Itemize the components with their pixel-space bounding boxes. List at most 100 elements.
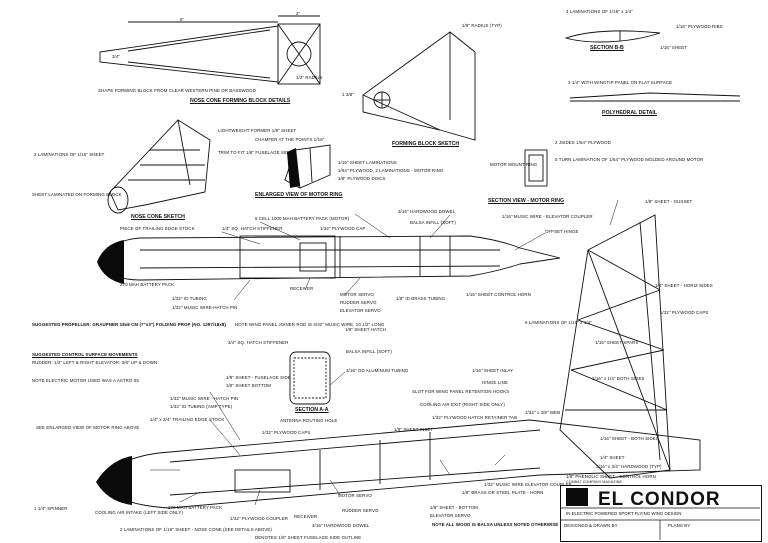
label-lam-top: 4 LAMINATIONS OF 1/16" x 1/4" [566,9,633,14]
heading-nose-block: NOSE CONE FORMING BLOCK DETAILS [190,98,291,104]
title-block [560,485,762,542]
nose-cone-sketch [107,119,211,214]
label-lightweight: LIGHTWEIGHT FORMER 1/8" SHEET [218,128,297,133]
label-id-tubing: 1/32" ID TUBING [172,296,207,301]
label-sheet-bottom2: 1/8" SHEET - BOTTOM [430,505,478,510]
label-sheet-bottom: 1/8" SHEET BOTTOM [226,383,272,388]
label-antenna: ANTENNA ROUTING HOLE [280,418,338,423]
title-plans-by: PLANS BY [668,523,691,528]
label-dim-top-a: 6" [180,17,185,22]
label-receiver2: RECEIVER [294,514,318,519]
label-sheet-lam2: 1/16" SHEET LAMINATIONS [338,160,397,165]
section-aa [289,351,331,405]
label-dim-left: 3/4" [112,54,121,59]
label-shape-forming: SHAPE FORMING BLOCK FROM CLEAR WESTERN P… [98,88,256,93]
label-two-lam: 2 LAMINATIONS OF 1/16" SHEET [34,152,105,157]
label-jsides: 2 JSIDES 1/64" PLYWOOD [555,140,611,145]
label-sheet-fuse: 1/8" SHEET - FUSELAGE SIDE [226,375,291,380]
label-dim-top-b: 2" [296,11,301,16]
label-five-turn: 5 TURN LAMINATION OF 1/64" PLYWOOD MOLDE… [555,157,704,162]
label-chamfer: CHAMFER AT THE POINTS 1/16" [255,137,325,142]
label-sheet-quarter: 1/4" SHEET [600,455,625,460]
label-hardwood: 3/16" HARDWOOD DOWEL [398,209,456,214]
label-music-elev2: 1/32" MUSIC WIRE ELEVATOR COUPLER [484,482,572,487]
heading-motor-ring: ENLARGED VIEW OF MOTOR RING [255,192,343,198]
label-brass-tubing: 1/8" ID BRASS TUBING [396,296,446,301]
label-hardwood-end: 3/16" x 3/4" HARDWOOD (TYP) [596,464,662,469]
label-elevator-servo: ELEVATOR SERVO [340,308,381,313]
title-logo [566,488,588,506]
label-motor-servo: MOTOR SERVO [340,292,374,297]
label-freeze-sheet: 1/16" SHEET CONTROL HORN [466,292,531,297]
label-six-lam: 6 LAMINATIONS OF 1/16" x 1/4" [525,320,592,325]
label-music-elev: 1/16" MUSIC WIRE - ELEVATOR COUPLER [502,214,593,219]
label-ply-cap: 1/32" PLYWOOD CAP [320,226,366,231]
label-motor-servo2: MOTOR SERVO [338,493,372,498]
label-battery: 6 CELL 1000 MAH BATTERY PACK (MOTOR) [255,216,350,221]
title-subtitle: IN ELECTRIC POWERED SPORT FLYING WING DE… [566,511,682,516]
label-aluminum-tube-note: BALSA INFILL (SOFT) [346,349,392,354]
label-ply-web: 1/32" x 3/8" WEB [525,410,561,415]
label-sheet-116: 1/16" SHEET [660,45,688,50]
vertical-fin [559,214,671,479]
note-wing-panel: NOTE WING PANEL JOINER ROD IS 3/32" MUSI… [235,322,385,327]
label-trailing-stock: 1/4" x 3/4" TRAILING EDGE STOCK [150,417,225,422]
label-music-pin: 1/32" MUSIC WIRE-HATCH PIN [172,305,238,310]
note-propeller: SUGGESTED PROPELLER: GRAUPNER 18x8 CM (7… [32,322,226,327]
heading-section-bb: SECTION B-B [590,45,624,51]
label-slot-wing: SLOT FOR WING PANEL RETENTION HOOKS [412,389,510,394]
label-spinner: 1 1/4" SPINNER [34,506,68,511]
label-sheet-sides: 1/16" SHEET - BOTH SIDES [600,436,659,441]
label-cooling-intake: COOLING AIR INTAKE (LEFT SIDE ONLY) [95,510,183,515]
label-hardwood2: 3/16" HARDWOOD DOWEL [312,523,370,528]
label-half-radius: 1/2" RADIUS [296,75,323,80]
leader-lines [150,199,619,506]
label-lam-nose: 2 LAMINATIONS OF 1/16" SHEET - NOSE CONE… [120,527,272,532]
label-ply-hatch: 1/32" PLYWOOD HATCH RETAINER TAB [432,415,518,420]
label-sheet-inlay: 1/16" SHEET INLAY [472,368,514,373]
label-cooling-air: COOLING AIR EXIT (RIGHT SIDE ONLY) [420,402,505,407]
spinner-top [97,240,124,284]
label-ply-cap-bottom: 1/32" PLYWOOD CAPS [262,430,311,435]
label-battery-pack: 270 MAH BATTERY PACK [168,505,223,510]
title-small: COMBAT COMPANY MAGAZINE [566,480,622,484]
label-sheet-inset: 1/8" SHEET INSET [394,427,434,432]
motor-ring-section [524,149,548,187]
label-receiver: RECEIVER [290,286,314,291]
label-ply-motor: 1/64" PLYWOOD, 2 LAMINATIONS - MOTOR RIN… [338,168,444,173]
forming-block-3d [362,31,476,141]
heading-forming-block: FORMING BLOCK SKETCH [392,141,460,147]
spinner-bottom [96,456,132,505]
label-elevator-servo2: ELEVATOR SERVO [430,513,471,518]
label-aluminum-tubing: 3/16" OD ALUMINUM TUBING [346,368,409,373]
heading-polyhedral: POLYHEDRAL DETAIL [602,110,657,116]
label-music-hatch: 1/32" MUSIC WIRE - HATCH PIN [170,396,239,401]
label-balsa-infill: BALSA INFILL (SOFT) [410,220,456,225]
heading-section-aa: SECTION A-A [295,407,329,413]
label-sheet-horn: 1/8" PHENOLIC SHEET - CONTROL HORN [566,474,656,479]
label-motor-mount: MOTOR MOUNT RING [490,162,538,167]
label-rudder-servo: RUDDER SERVO [340,300,377,305]
label-polyhedral: 3 1/4" WITH WINGTIP PANEL ON FLAT SURFAC… [568,80,673,85]
label-sheet-hatch: 1/8" SHEET HATCH [345,327,387,332]
label-brass-steel: 1/8" BRASS OR STEEL PLATE - HORN [462,490,544,495]
label-sheet-lam: SHEET LAMINATED ON FORMING BLOCK [32,192,122,197]
motor-ring-dark [287,148,300,188]
label-ply-ribs: 1/16" PLYWOOD RIBS [676,24,723,29]
label-battery-top: 270 MAH BATTERY PACK [120,282,175,287]
label-trailing-edge: PIECE OF TRAILING EDGE STOCK [120,226,195,231]
label-rudder-servo2: RUDDER SERVO [342,508,379,513]
heading-motor-ring-section: SECTION VIEW - MOTOR RING [488,198,564,204]
note-electric-motor: NOTE ELECTRIC MOTOR USED WAS A ASTRO 05 [32,378,139,383]
label-hinge-line: HINGE LINE [482,380,508,385]
label-sheet-gusset: 1/8" SHEET - GUSSET [645,199,693,204]
label-id-amp: 1/32" ID TUBING (AMP TYPE) [170,404,233,409]
label-spars: 1/16" SHEET SPARS [595,340,639,345]
title-designed: DESIGNED & DRAWN BY [564,523,618,528]
label-enlarged-motor: SEE ENLARGED VIEW OF MOTOR RING ABOVE [36,425,140,430]
nose-forming-block [99,15,321,85]
label-sq-hatch: 1/4" SQ. HATCH STIFFENER [222,226,283,231]
label-both-sides: 1/16" x 1/4" BOTH SIDES [592,376,645,381]
